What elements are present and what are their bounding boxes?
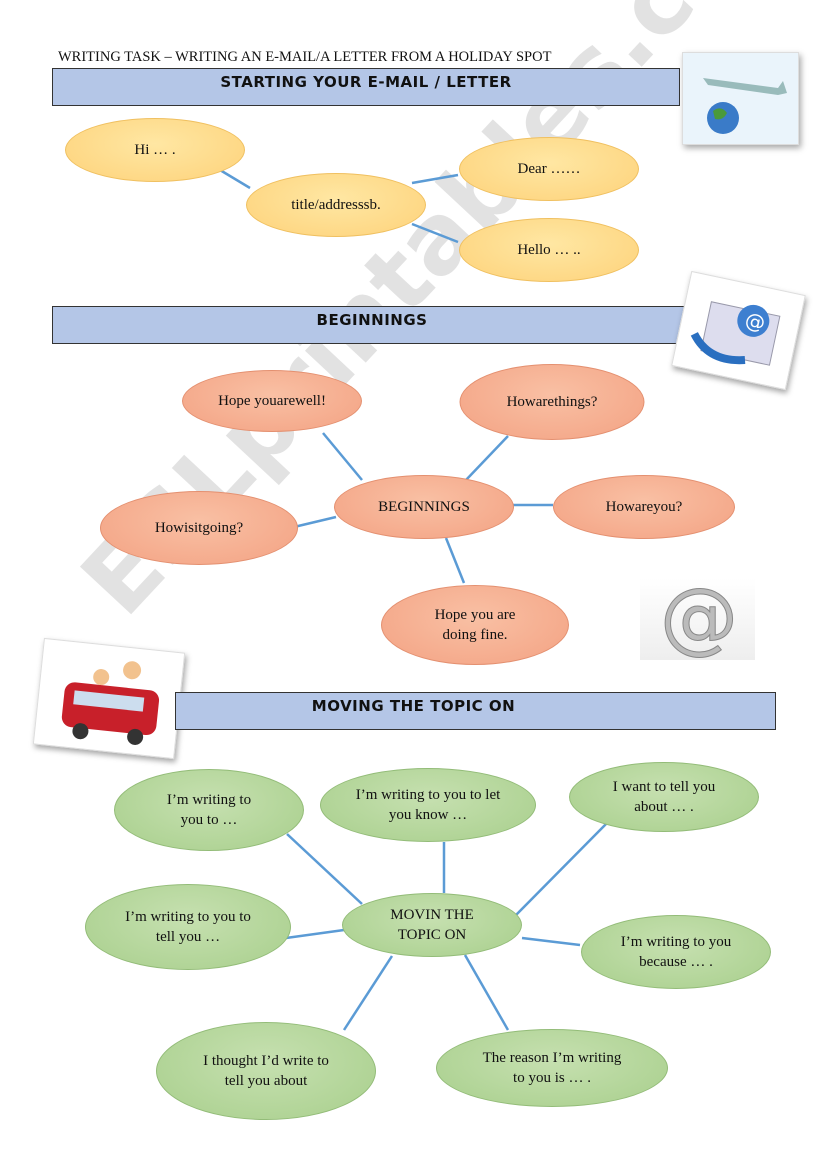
node-because: I’m writing to you because … . (581, 915, 771, 989)
airplane-globe-image (682, 52, 799, 145)
at-sign-image: @ (640, 573, 755, 664)
center-node-moving: MOVIN THE TOPIC ON (342, 893, 522, 957)
center-node-beginnings: BEGINNINGS (334, 475, 514, 539)
page-title: WRITING TASK – WRITING AN E-MAIL/A LETTE… (58, 49, 552, 65)
node-writing-to: I’m writing to you to … (114, 769, 304, 851)
section-header-starting: STARTING YOUR E-MAIL / LETTER (52, 68, 680, 106)
section-header-moving-topic: MOVING THE TOPIC ON (175, 692, 776, 730)
section-heading: STARTING YOUR E-MAIL / LETTER (220, 73, 512, 91)
node-hi: Hi … . (65, 118, 245, 182)
node-reason: The reason I’m writing to you is … . (436, 1029, 668, 1107)
node-how-going: Howisitgoing? (100, 491, 298, 565)
section-heading: MOVING THE TOPIC ON (311, 697, 516, 715)
node-want-to-tell: I want to tell you about … . (569, 762, 759, 832)
section-heading: BEGINNINGS (316, 311, 428, 329)
center-node-title: title/addresssb. (246, 173, 426, 237)
node-how-things: Howarethings? (459, 364, 645, 440)
node-dear: Dear …… (459, 137, 639, 201)
node-hope-fine: Hope you are doing fine. (381, 585, 569, 665)
node-how-are-you: Howareyou? (553, 475, 735, 539)
node-tell-you: I’m writing to you to tell you … (85, 884, 291, 970)
node-hello: Hello … .. (459, 218, 639, 282)
tour-bus-image (32, 637, 186, 760)
section-header-beginnings: BEGINNINGS (52, 306, 692, 344)
svg-text:@: @ (743, 307, 768, 335)
svg-text:@: @ (660, 578, 738, 660)
node-thought: I thought I’d write to tell you about (156, 1022, 376, 1120)
node-hope-well: Hope youarewell! (182, 370, 362, 432)
node-let-you-know: I’m writing to you to let you know … (320, 768, 536, 842)
email-envelope-image: @ (671, 270, 806, 391)
